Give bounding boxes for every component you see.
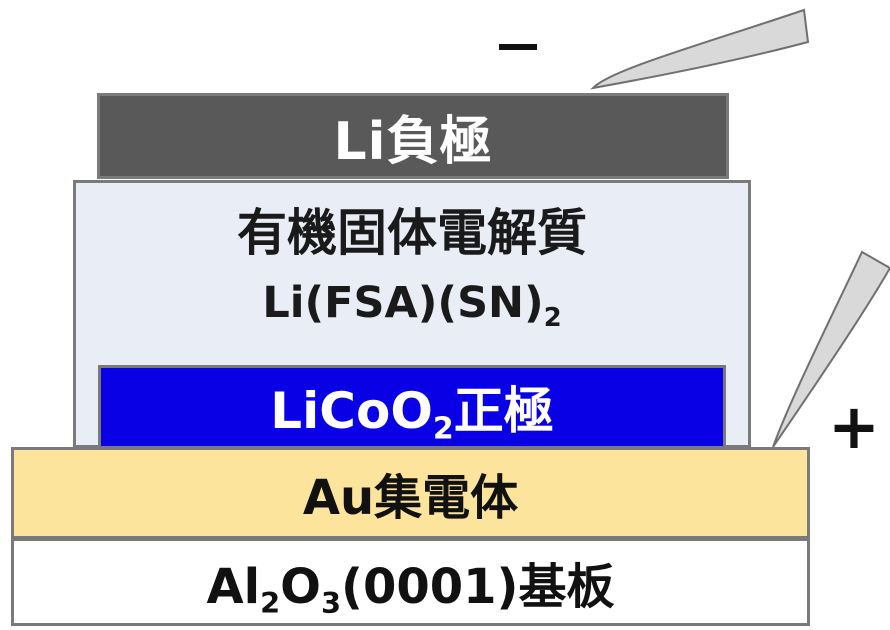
anode-label: Li負極 <box>333 111 493 172</box>
positive-probe <box>772 250 890 448</box>
collector-label: Au集電体 <box>302 470 519 526</box>
electrolyte-label: 有機固体電解質 <box>237 204 587 262</box>
anode-layer: Li負極 <box>97 93 729 179</box>
current-collector-layer: Au集電体 <box>11 447 810 539</box>
substrate-layer: Al2O3(0001)基板 <box>11 538 810 626</box>
cathode-layer: LiCoO2正極 <box>98 365 726 449</box>
electrolyte-formula: Li(FSA)(SN)2 <box>262 278 562 334</box>
negative-probe <box>590 8 810 90</box>
electrolyte-layer: 有機固体電解質 Li(FSA)(SN)2 <box>73 180 751 448</box>
substrate-label: Al2O3(0001)基板 <box>206 559 615 621</box>
cathode-label: LiCoO2正極 <box>270 382 554 447</box>
positive-terminal-sign: + <box>828 390 880 463</box>
negative-terminal-sign <box>499 44 537 50</box>
